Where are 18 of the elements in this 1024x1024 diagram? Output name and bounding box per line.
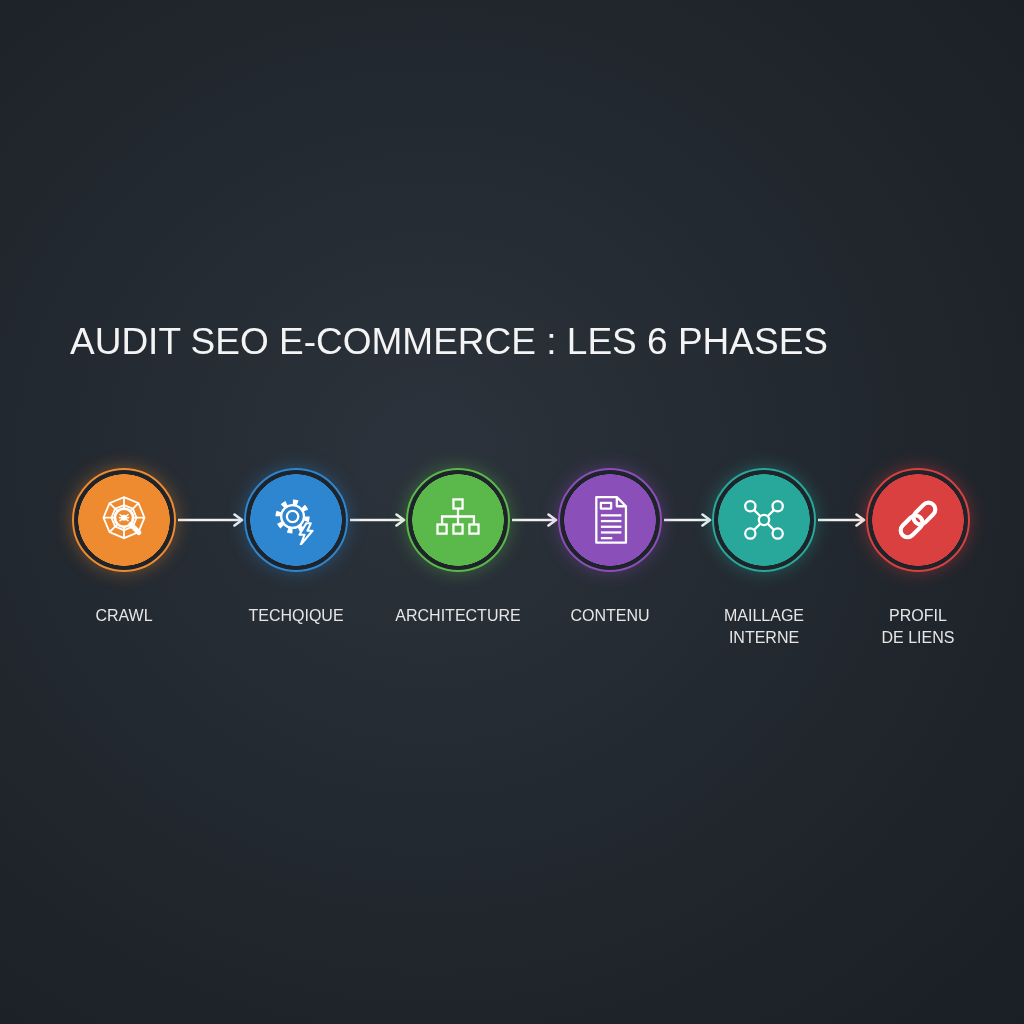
- phase-label: CONTENU: [569, 606, 651, 626]
- arrow: [350, 513, 406, 527]
- phase-circle: [558, 468, 662, 572]
- phase-circle: [712, 468, 816, 572]
- arrow: [178, 513, 244, 527]
- phase-circle: [72, 468, 176, 572]
- phase-label: TECHQIQUE: [247, 606, 345, 626]
- phase-circle: [244, 468, 348, 572]
- diagram-title: AUDIT SEO E-COMMERCE : LES 6 PHASES: [70, 320, 828, 364]
- phase-circle: [406, 468, 510, 572]
- arrow: [664, 513, 712, 527]
- phase-label: MAILLAGE INTERNE: [723, 606, 805, 648]
- phase-circle: [866, 468, 970, 572]
- phase-label: CRAWL: [94, 606, 154, 626]
- phase-label: PROFIL DE LIENS: [880, 606, 956, 648]
- arrow: [512, 513, 558, 527]
- phase-label: ARCHITECTURE: [394, 606, 522, 626]
- arrow: [818, 513, 866, 527]
